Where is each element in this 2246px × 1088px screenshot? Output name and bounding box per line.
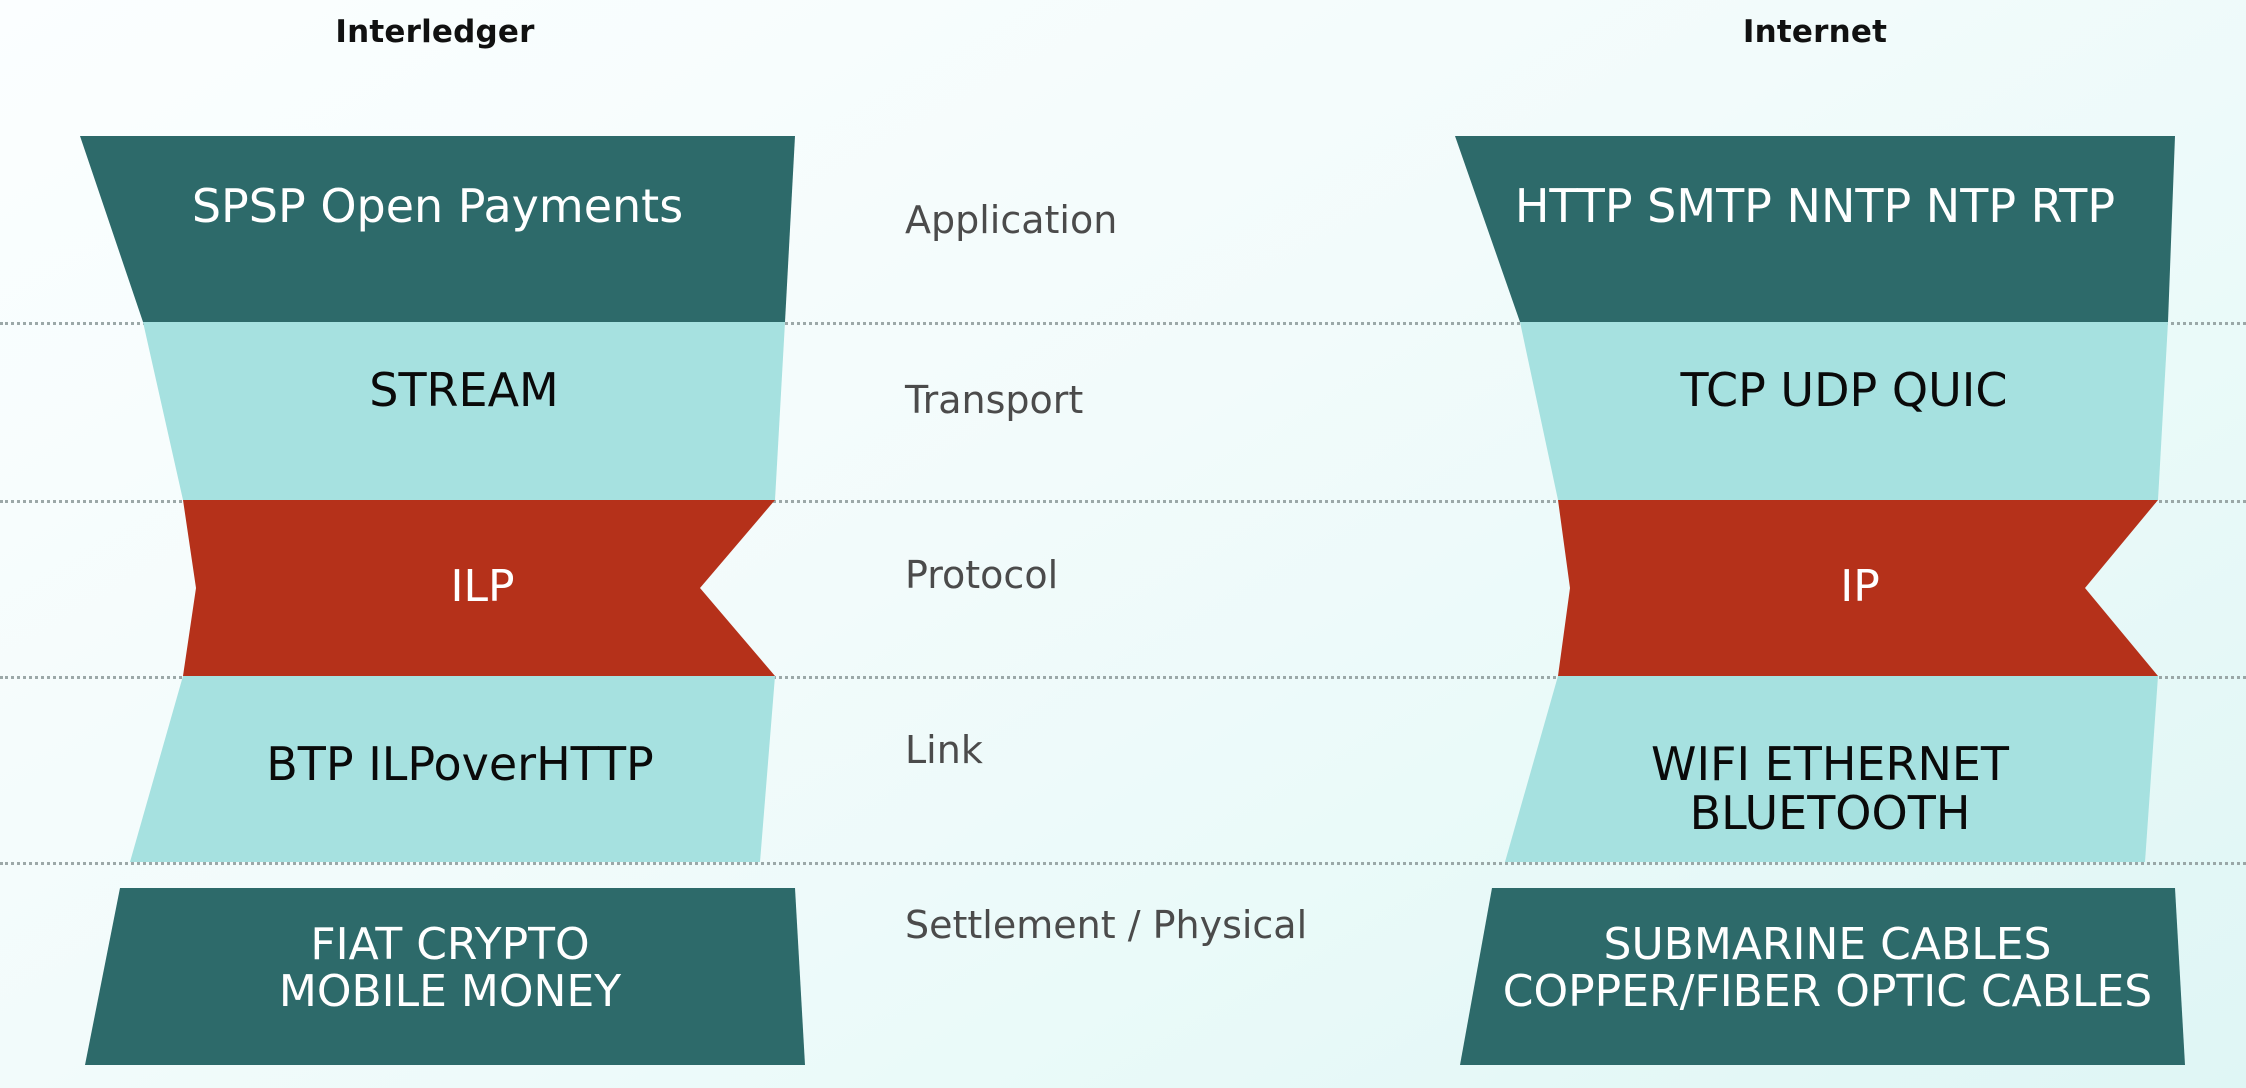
layer-name-application: Application [905,198,1118,242]
shape-internet-application [1455,136,2175,322]
interledger-settlement-label: FIAT CRYPTO MOBILE MONEY [278,919,622,1017]
divider-link-settlement [0,862,2246,865]
divider-protocol-link [0,676,2246,679]
shape-interledger-link [130,676,775,862]
internet-application-label: HTTP SMTP NNTP NTP RTP [1514,179,2116,233]
layer-name-link: Link [905,728,983,772]
interledger-application-label: SPSP Open Payments [191,179,684,233]
interledger-transport-label: STREAM [369,363,559,417]
divider-application-transport [0,322,2246,325]
layer-name-transport: Transport [905,378,1084,422]
shape-interledger-settlement [85,888,805,1065]
internet-transport-label: TCP UDP QUIC [1680,363,2008,417]
shape-internet-link [1505,676,2158,862]
shape-internet-transport [1520,322,2168,500]
interledger-protocol-label: ILP [450,561,515,612]
shape-interledger-application [80,136,795,322]
shape-interledger-transport [143,322,785,500]
column-title-interledger: Interledger [335,14,535,50]
layer-name-settlement-physical: Settlement / Physical [905,903,1308,947]
layer-name-protocol: Protocol [905,553,1059,597]
shape-internet-protocol [1558,500,2158,676]
shape-internet-settlement [1460,888,2185,1065]
interledger-link-label: BTP ILPoverHTTP [266,737,654,791]
shape-interledger-protocol [183,500,775,676]
internet-settlement-label: SUBMARINE CABLES COPPER/FIBER OPTIC CABL… [1502,919,2153,1017]
divider-transport-protocol [0,500,2246,503]
internet-protocol-label: IP [1840,561,1880,612]
column-title-internet: Internet [1742,14,1888,50]
internet-link-label: WIFI ETHERNET BLUETOOTH [1650,737,2010,840]
